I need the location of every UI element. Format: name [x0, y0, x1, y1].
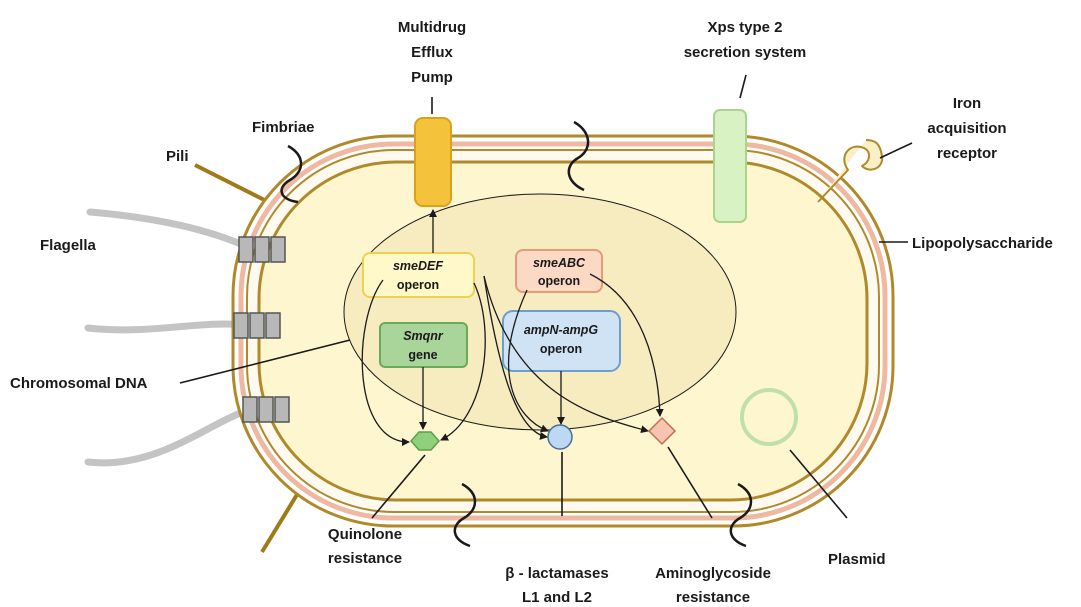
- flagella-group: [88, 212, 255, 463]
- beta-lactamase-label-line2: L1 and L2: [522, 589, 592, 606]
- smqnr-kind-label: gene: [408, 348, 437, 362]
- ampn-gene-label: ampN-ampG: [524, 323, 599, 337]
- smqnr-gene-label: Smqnr: [403, 329, 444, 343]
- flagellar-motor: [234, 313, 280, 338]
- multidrug-label-line1: Multidrug: [398, 19, 466, 36]
- smedef-operon-box: smeDEF operon: [363, 253, 474, 297]
- flagellar-motor: [243, 397, 289, 422]
- xps-secretion-channel: [714, 110, 746, 222]
- flagella-label: Flagella: [40, 237, 97, 254]
- smedef-kind-label: operon: [397, 278, 439, 292]
- flagellar-motor: [239, 237, 285, 262]
- ampn-ampg-operon-box: ampN-ampG operon: [503, 311, 620, 371]
- aminoglycoside-label-line1: Aminoglycoside: [655, 565, 771, 582]
- quinolone-label-line2: resistance: [328, 550, 402, 567]
- beta-lactamase-label-line1: β - lactamases: [505, 565, 608, 582]
- iron-label-line2: acquisition: [927, 120, 1006, 137]
- multidrug-label-line2: Efflux: [411, 44, 453, 61]
- smeabc-gene-label: smeABC: [533, 256, 586, 270]
- multidrug-label-line3: Pump: [411, 69, 453, 86]
- xps-label-line1: Xps type 2: [707, 19, 782, 36]
- flagellum: [88, 324, 245, 330]
- flagellum: [90, 212, 250, 248]
- efflux-pump: [415, 118, 451, 206]
- pili-label: Pili: [166, 148, 189, 165]
- smeabc-operon-box: smeABC operon: [516, 250, 602, 292]
- smeabc-kind-label: operon: [538, 274, 580, 288]
- lipopolysaccharide-label: Lipopolysaccharide: [912, 235, 1053, 252]
- flagellum: [88, 408, 255, 463]
- lactamase-circle-icon: [548, 425, 572, 449]
- ampn-kind-label: operon: [540, 342, 582, 356]
- smqnr-gene-box: Smqnr gene: [380, 323, 467, 367]
- xps-label-line2: secretion system: [684, 44, 807, 61]
- aminoglycoside-label-line2: resistance: [676, 589, 750, 606]
- iron-label-line1: Iron: [953, 95, 981, 112]
- fimbriae-label: Fimbriae: [252, 119, 315, 136]
- quinolone-label-line1: Quinolone: [328, 526, 402, 543]
- plasmid-label: Plasmid: [828, 551, 886, 568]
- chromosomal-dna-label: Chromosomal DNA: [10, 375, 148, 392]
- smedef-gene-label: smeDEF: [393, 259, 443, 273]
- iron-label-line3: receptor: [937, 145, 997, 162]
